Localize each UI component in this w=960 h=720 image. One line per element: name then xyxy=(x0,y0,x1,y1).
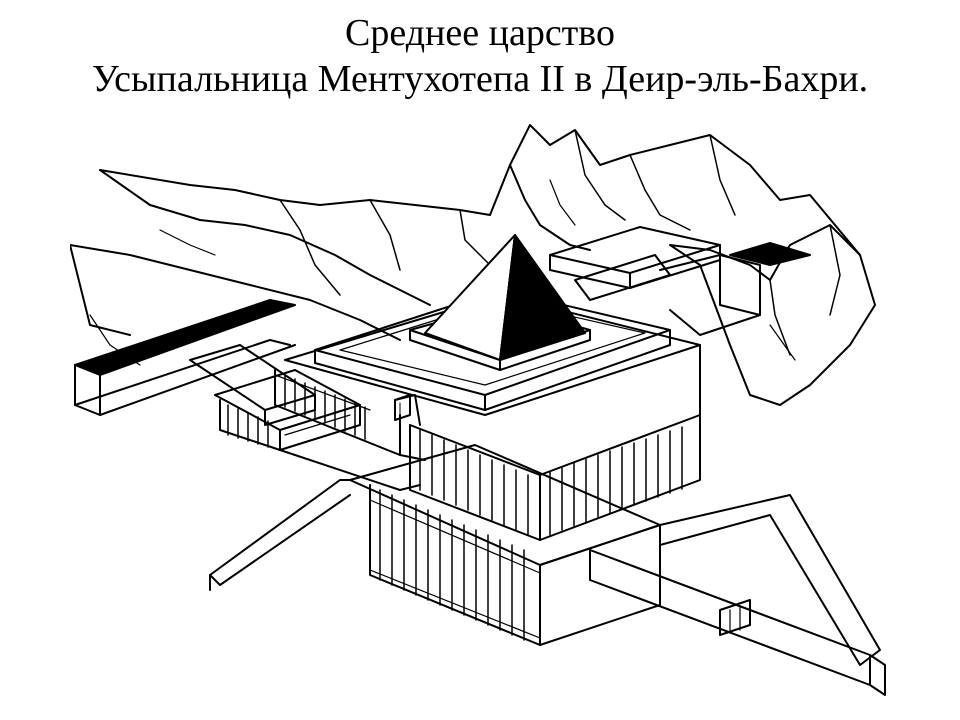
right-enclosure-wall xyxy=(589,494,886,696)
left-colonnade xyxy=(214,369,421,491)
gate-block xyxy=(394,394,411,421)
cliffs xyxy=(70,124,876,406)
rear-courts xyxy=(549,226,811,336)
slide-title: Среднее царство Усыпальница Ментухотепа … xyxy=(0,10,960,102)
pyramid xyxy=(409,234,591,371)
title-line-period: Среднее царство xyxy=(345,12,615,54)
title-line-monument: Усыпальница Ментухотепа II в Деир-эль-Ба… xyxy=(91,58,869,100)
temple-illustration xyxy=(70,105,890,715)
middle-terrace xyxy=(274,294,701,541)
lower-terrace xyxy=(209,444,661,646)
temple-drawing xyxy=(70,124,886,696)
